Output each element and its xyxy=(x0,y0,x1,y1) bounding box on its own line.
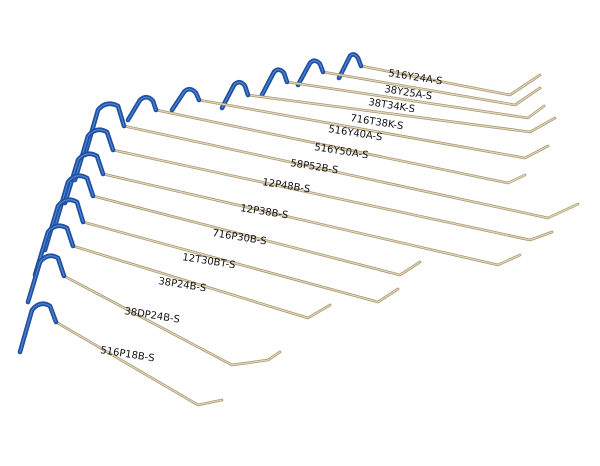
shaft-highlight xyxy=(247,94,556,133)
handle-highlight xyxy=(44,199,84,251)
shaft-highlight xyxy=(92,195,421,276)
rod-38DP24B-S: 38DP24B-S xyxy=(25,253,282,367)
rod-58P52B-S: 58P52B-S xyxy=(82,101,580,220)
handle-highlight xyxy=(171,88,200,111)
handle-highlight xyxy=(64,153,104,204)
shaft-highlight xyxy=(102,173,521,266)
handle-highlight xyxy=(338,53,362,79)
handle-highlight xyxy=(221,81,249,109)
handle-highlight xyxy=(84,103,125,156)
shaft-highlight xyxy=(198,99,549,159)
shaft-highlight xyxy=(360,65,541,96)
shaft-highlight xyxy=(322,71,541,106)
handle-highlight xyxy=(34,225,74,276)
handle-highlight xyxy=(19,303,57,353)
shaft-highlight xyxy=(123,125,579,219)
shaft-highlight xyxy=(72,245,331,319)
shaft-highlight xyxy=(63,275,281,366)
handle-highlight xyxy=(127,96,157,121)
shaft-highlight xyxy=(82,221,399,303)
shaft-highlight xyxy=(155,109,526,184)
handle-highlight xyxy=(261,69,288,96)
handle-highlight xyxy=(74,129,114,181)
shaft-highlight xyxy=(55,321,223,406)
rod-12P48B-S: 12P48B-S xyxy=(72,127,554,242)
shaft-highlight xyxy=(286,81,545,119)
shaft-highlight xyxy=(112,149,553,241)
handle-highlight xyxy=(297,60,324,86)
handle-highlight xyxy=(27,255,65,303)
handle-highlight xyxy=(54,175,94,227)
